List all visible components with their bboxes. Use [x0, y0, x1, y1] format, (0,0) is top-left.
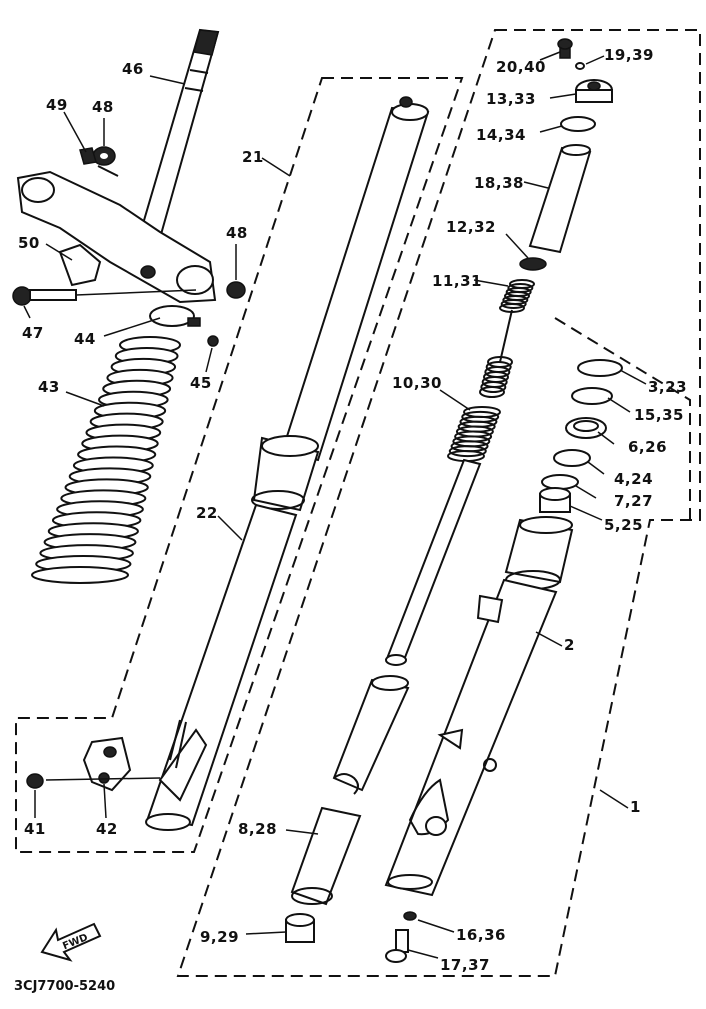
callout-5-25: 5,25: [604, 516, 643, 534]
steering-stem: [138, 28, 220, 240]
spacer-18-38: [528, 144, 592, 254]
oring-14-34: [560, 116, 596, 132]
damper-rod: [385, 458, 482, 666]
inner-tube-22: [145, 435, 320, 831]
bushing-5-25: [539, 487, 571, 513]
callout-45: 45: [190, 374, 212, 392]
right-fork-group-boundary: [176, 29, 701, 977]
washer-49: [79, 147, 119, 177]
callout-1: 1: [630, 798, 641, 816]
nut-48-lower: [226, 281, 246, 299]
callout-10-30: 10,30: [392, 374, 442, 392]
washer-12-32: [519, 257, 547, 271]
callout-21: 21: [242, 148, 264, 166]
callout-48-lower: 48: [226, 224, 248, 242]
boot-fold: [31, 566, 129, 584]
bolt-47: [12, 286, 77, 306]
spring-coil: [448, 445, 487, 458]
callout-labels: 46 49 48 48 50 47 44 45 43 21 22 41 42 2…: [18, 46, 687, 974]
callout-18-38: 18,38: [474, 174, 524, 192]
callout-46: 46: [122, 60, 144, 78]
fork-boot-43: [31, 336, 181, 584]
spring-coil: [480, 381, 507, 393]
callout-9-29: 9,29: [200, 928, 239, 946]
spring-10-30: [447, 309, 513, 462]
callout-14-34: 14,34: [476, 126, 526, 144]
callout-48-upper: 48: [92, 98, 114, 116]
spring-11-31: [499, 279, 535, 313]
caliper-axis: [45, 777, 161, 781]
boot-band-44: [149, 305, 201, 327]
bolt-47-axis: [75, 289, 197, 296]
nut-41: [26, 773, 44, 789]
callout-8-28: 8,28: [238, 820, 277, 838]
callout-41: 41: [24, 820, 46, 838]
oring-19-39: [575, 62, 585, 70]
callout-15-35: 15,35: [634, 406, 684, 424]
callout-16-36: 16,36: [456, 926, 506, 944]
washer-16-36: [403, 911, 417, 921]
bolt-17-37: [385, 929, 409, 963]
oil-lock-9-29: [285, 913, 315, 943]
oil-seal-6-26: [565, 417, 607, 439]
bolt-20-40: [557, 38, 573, 59]
callout-19-39: 19,39: [604, 46, 654, 64]
callout-49: 49: [46, 96, 68, 114]
screw-45: [207, 335, 219, 347]
spring-coil: [479, 386, 505, 398]
piston-metal-8-28: [290, 675, 410, 906]
callout-7-27: 7,27: [614, 492, 653, 510]
fwd-arrow-icon: FWD: [40, 922, 102, 962]
leader-lines: [23, 51, 647, 959]
cap-bolt-13-33: [575, 79, 613, 103]
callout-20-40: 20,40: [496, 58, 546, 76]
callout-11-31: 11,31: [432, 272, 482, 290]
fork-bracket-assembly: [16, 170, 217, 304]
diagram-code: 3CJ7700-5240: [14, 979, 115, 994]
left-fork-group-boundary: [15, 77, 464, 853]
outer-tube-2: [384, 516, 574, 897]
seal-15-35: [571, 387, 613, 405]
caliper-bracket-42: [82, 736, 132, 792]
callout-6-26: 6,26: [628, 438, 667, 456]
clip-3-23: [577, 359, 623, 377]
callout-4-24: 4,24: [614, 470, 653, 488]
outer-tube-21: [280, 96, 430, 462]
callout-22: 22: [196, 504, 218, 522]
spring-coil: [500, 299, 527, 309]
callout-17-37: 17,37: [440, 956, 490, 974]
callout-44: 44: [74, 330, 96, 348]
callout-47: 47: [22, 324, 44, 342]
callout-13-33: 13,33: [486, 90, 536, 108]
sub-assembly-boundary: [554, 317, 691, 520]
callout-50: 50: [18, 234, 40, 252]
callout-12-32: 12,32: [446, 218, 496, 236]
washer-4-24: [553, 449, 591, 467]
callout-42: 42: [96, 820, 118, 838]
callout-3-23: 3,23: [648, 378, 687, 396]
damper-rod-upper: [499, 309, 513, 363]
callout-43: 43: [38, 378, 60, 396]
callout-2: 2: [564, 636, 575, 654]
bushing-7-27: [541, 474, 579, 490]
